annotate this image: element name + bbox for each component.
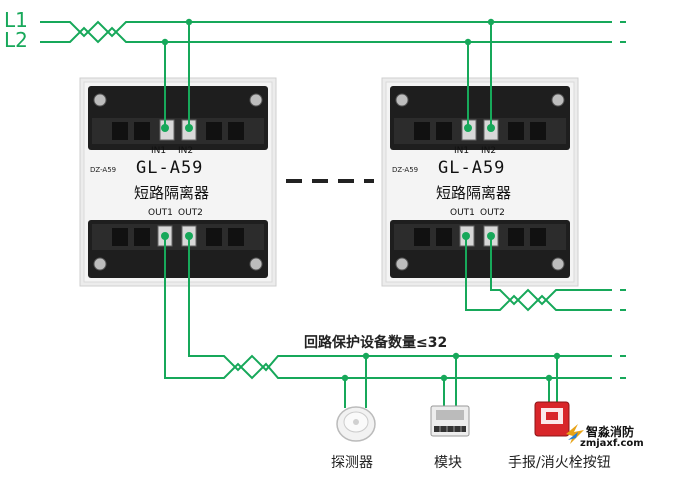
watermark-logo-icon [566, 424, 584, 444]
terminal-slot [228, 122, 244, 140]
junction-dot [464, 38, 472, 46]
isolator-2-in1-label: IN1 [454, 146, 470, 156]
junction-dot [362, 352, 370, 360]
junction-dot [185, 124, 193, 132]
isolator-1-out1-label: OUT1 [148, 208, 173, 218]
terminal-slot [206, 122, 222, 140]
junction-dot [462, 232, 470, 240]
junction-dot [464, 124, 472, 132]
terminal-slot [206, 228, 222, 246]
bus-l2-label: L2 [4, 28, 28, 52]
junction-dot [487, 18, 495, 26]
terminal-slot [530, 122, 546, 140]
wires [40, 20, 632, 408]
screw-icon [249, 257, 263, 271]
junction-dot [341, 374, 349, 382]
terminal-slot [112, 228, 128, 246]
isolator-2 [381, 77, 579, 287]
screw-icon [551, 93, 565, 107]
loop-device-limit-note: 回路保护设备数量≤32 [304, 335, 448, 351]
isolator-2-code: DZ-A59 [392, 166, 419, 174]
junction-dot [161, 232, 169, 240]
isolator-1-code: DZ-A59 [90, 166, 117, 174]
loop-out1-wire [164, 236, 612, 380]
smoke-detector-icon [336, 406, 376, 442]
screw-icon [395, 257, 409, 271]
loop-out2-wire [188, 236, 612, 372]
screw-icon [93, 93, 107, 107]
isolator-1-model: GL-A59 [136, 158, 204, 178]
terminal-slot [530, 228, 546, 246]
terminal-slot [228, 228, 244, 246]
bus-l1-wire [40, 20, 612, 38]
bus-l1-label: L1 [4, 8, 28, 32]
isolator-2-out2-wire [490, 236, 612, 306]
watermark-name: 智淼消防 [586, 425, 635, 439]
isolator-1-in2-label: IN2 [178, 146, 194, 156]
detector-caption: 探测器 [331, 455, 373, 471]
isolator-2-name: 短路隔离器 [436, 184, 512, 202]
terminal-slot [436, 228, 452, 246]
junction-dot [185, 232, 193, 240]
manual-call-point-icon [534, 401, 570, 437]
junction-dot [487, 232, 495, 240]
junction-dots [161, 18, 561, 382]
terminal-slot [508, 122, 524, 140]
watermark-url: zmjaxf.com [580, 438, 644, 449]
call-point-caption: 手报/消火栓按钮 [508, 455, 611, 471]
junction-dot [185, 18, 193, 26]
isolator-1-out2-label: OUT2 [178, 208, 203, 218]
terminal-slot [112, 122, 128, 140]
isolator-2-out2-label: OUT2 [480, 208, 505, 218]
isolator-2-out1-label: OUT1 [450, 208, 475, 218]
screw-icon [93, 257, 107, 271]
isolator-1-in1-label: IN1 [151, 146, 167, 156]
junction-dot [452, 352, 460, 360]
junction-dot [545, 374, 553, 382]
terminal-slot [414, 228, 430, 246]
junction-dot [440, 374, 448, 382]
module-caption: 模块 [434, 455, 462, 471]
terminal-slot [436, 122, 452, 140]
terminal-slot [134, 122, 150, 140]
terminal-slot [414, 122, 430, 140]
junction-dot [161, 124, 169, 132]
screw-icon [249, 93, 263, 107]
junction-dot [553, 352, 561, 360]
isolator-2-in2-label: IN2 [481, 146, 497, 156]
terminal-slot [508, 228, 524, 246]
isolator-2-model: GL-A59 [438, 158, 506, 178]
terminal-slot [134, 228, 150, 246]
bus-l2-wire [40, 26, 612, 44]
screw-icon [395, 93, 409, 107]
screw-icon [551, 257, 565, 271]
junction-dot [487, 124, 495, 132]
isolator-1-name: 短路隔离器 [134, 184, 210, 202]
isolator-2-out1-wire [465, 236, 612, 312]
junction-dot [161, 38, 169, 46]
module-icon [430, 405, 470, 437]
